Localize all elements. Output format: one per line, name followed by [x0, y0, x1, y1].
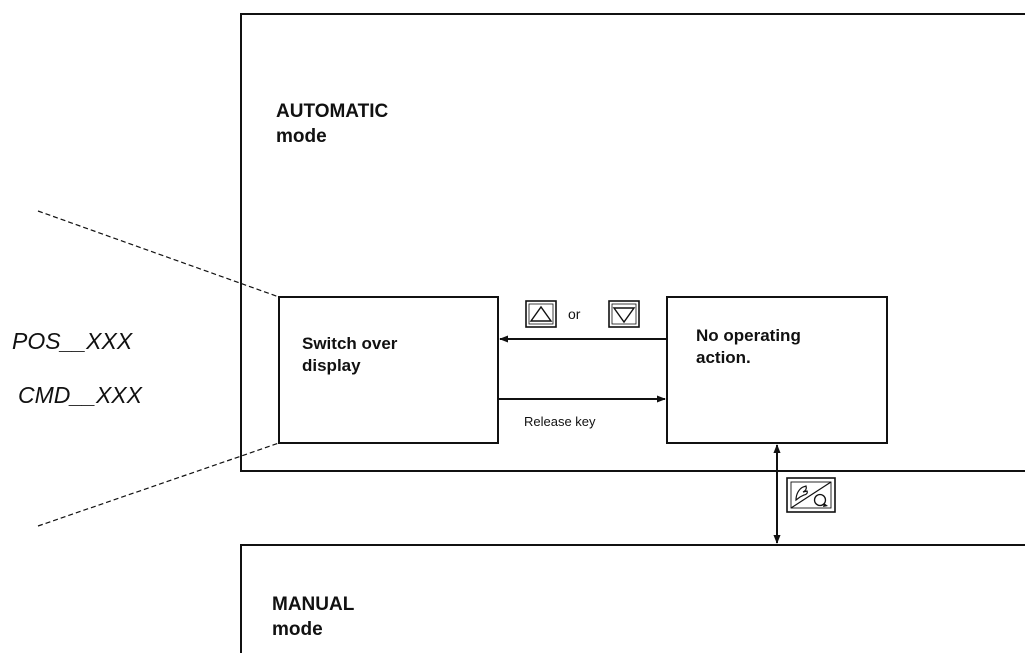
or-label: or — [568, 306, 581, 322]
cmd-xxx-label: CMD__XXX — [18, 382, 142, 408]
automatic-mode-title: AUTOMATIC mode — [276, 101, 389, 147]
manual-mode-frame — [240, 544, 1025, 653]
no-operating-action-box — [666, 296, 888, 444]
manual-mode-title: MANUAL mode — [272, 594, 355, 640]
pos-xxx-label: POS__XXX — [12, 328, 133, 354]
triangle-up-key-icon — [525, 300, 557, 328]
switch-over-display-label: Switch over display — [302, 334, 398, 375]
switch-over-display-box — [278, 296, 499, 444]
automatic-mode-frame — [240, 13, 1025, 472]
hand-auto-mode-switch-icon — [786, 477, 836, 513]
no-operating-action-label: No operating action. — [696, 326, 801, 367]
callout-line-bottom — [37, 442, 280, 527]
callout-line-top — [37, 210, 280, 298]
release-key-label: Release key — [524, 414, 596, 429]
triangle-down-key-icon — [608, 300, 640, 328]
